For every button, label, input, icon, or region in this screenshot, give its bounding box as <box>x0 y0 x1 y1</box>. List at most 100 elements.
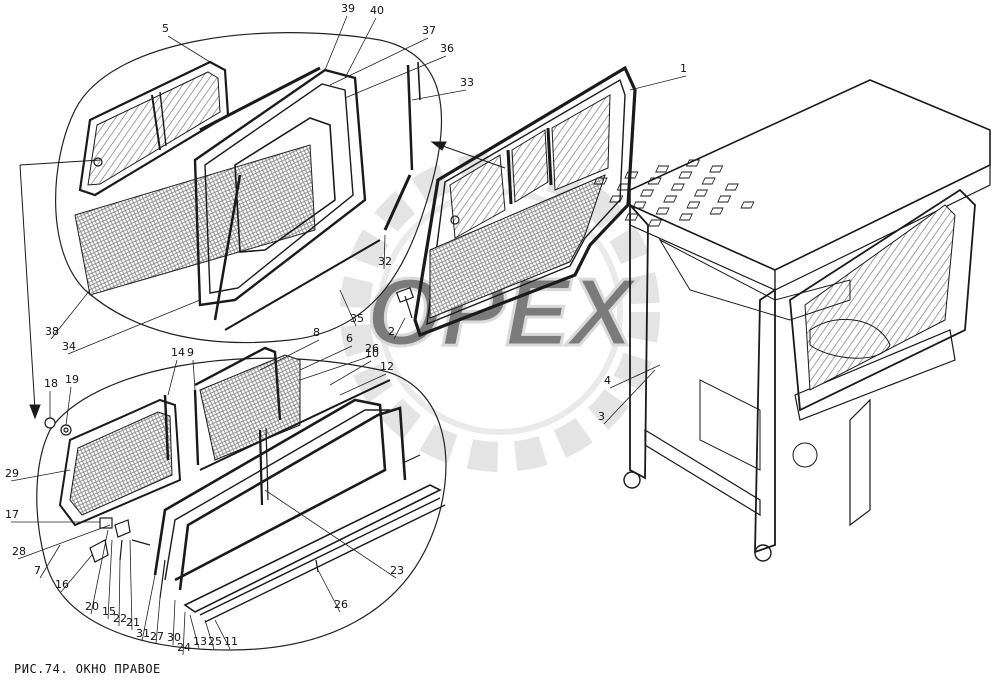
callout-29: 29 <box>5 467 19 480</box>
callout-36: 36 <box>440 42 454 55</box>
leader-line-16 <box>60 554 93 593</box>
roof-vent-cell <box>709 165 724 173</box>
callout-34: 34 <box>62 340 76 353</box>
leader-line-26 <box>299 355 372 381</box>
leader-line-36 <box>344 55 447 99</box>
callout-20: 20 <box>85 600 99 613</box>
callout-5: 5 <box>162 22 169 35</box>
callout-35: 35 <box>350 312 364 325</box>
callout-40: 40 <box>370 4 384 17</box>
leader-line-2 <box>393 317 406 340</box>
callout-32: 32 <box>378 255 392 268</box>
roof-vent-cell <box>724 183 739 191</box>
callout-17: 17 <box>5 508 19 521</box>
callout-23: 23 <box>390 564 404 577</box>
leader-line-37 <box>329 37 429 86</box>
roof-vent-cell <box>632 201 647 209</box>
tractor-cab <box>623 79 991 562</box>
leader-line-25 <box>204 619 215 650</box>
opex-watermark: OPEX <box>340 152 660 472</box>
roof-vent-cell <box>740 201 755 209</box>
callout-14: 14 <box>171 346 185 359</box>
leader-line-22 <box>118 559 121 627</box>
callout-12: 12 <box>380 360 394 373</box>
callout-2: 2 <box>388 325 395 338</box>
callout-19: 19 <box>65 373 79 386</box>
roof-vent-cell <box>709 207 724 215</box>
roof-vent-cell <box>593 177 608 185</box>
callout-33: 33 <box>460 76 474 89</box>
watermark-text: OPEX <box>367 259 639 366</box>
callout-13: 13 <box>193 635 207 648</box>
roof-vent-cell <box>670 183 685 191</box>
leader-line-4 <box>609 364 661 389</box>
leader-line-38 <box>50 289 91 340</box>
leader-line-1 <box>629 75 687 91</box>
upper-detail-outline <box>55 32 443 344</box>
callout-3: 3 <box>598 410 605 423</box>
roof-vent-cell <box>647 219 663 227</box>
callout-27: 27 <box>150 630 164 643</box>
leader-line-11 <box>214 619 231 650</box>
leader-line-39 <box>324 15 348 71</box>
small-hardware <box>44 417 421 599</box>
callout-37: 37 <box>422 24 436 37</box>
guide-rails-11-24-25 <box>183 484 446 623</box>
leader-line-15 <box>107 539 113 620</box>
leader-line-26 <box>317 569 341 613</box>
leader-line-7 <box>39 544 61 579</box>
callout-25: 25 <box>208 635 222 648</box>
leader-line-28 <box>17 524 111 560</box>
callout-30: 30 <box>167 631 181 644</box>
roof-vent-cell <box>701 177 716 185</box>
leader-line-29 <box>10 469 71 482</box>
callout-26: 26 <box>334 598 348 611</box>
callout-31: 31 <box>136 627 150 640</box>
callout-16: 16 <box>55 578 69 591</box>
callout-18: 18 <box>44 377 58 390</box>
roof-vent-grid <box>593 159 755 227</box>
callout-6: 6 <box>346 332 353 345</box>
callout-1: 1 <box>680 62 687 75</box>
leader-line-12 <box>339 373 387 396</box>
roof-vent-cell <box>624 171 639 179</box>
bolt-2 <box>395 287 415 319</box>
leader-line-30 <box>172 599 176 646</box>
callout-8: 8 <box>313 326 320 339</box>
callout-10: 10 <box>365 347 379 360</box>
callout-15: 15 <box>102 605 116 618</box>
direction-arrow <box>19 141 506 420</box>
roof-vent-cell <box>624 213 639 221</box>
leader-line-33 <box>411 89 467 101</box>
leader-line-24 <box>182 611 186 656</box>
leader-line-6 <box>299 345 353 371</box>
roof-vent-cell <box>655 207 670 215</box>
figure-caption: РИС.74. ОКНО ПРАВОЕ <box>14 662 161 676</box>
callout-39: 39 <box>341 2 355 15</box>
leader-line-40 <box>344 17 377 79</box>
roof-vent-cell <box>647 177 662 185</box>
leader-line-27 <box>155 597 161 645</box>
leader-line-8 <box>259 339 320 371</box>
roof-vent-cell <box>685 159 701 167</box>
upper-sliding-window-5 <box>78 60 230 197</box>
callout-22: 22 <box>113 612 127 625</box>
roof-vent-cell <box>663 195 678 203</box>
roof-vent-cell <box>639 189 655 197</box>
lower-window-frame-29 <box>58 394 182 527</box>
leader-line-9 <box>192 359 196 391</box>
leader-line-23 <box>264 489 397 579</box>
roof-vent-cell <box>678 171 693 179</box>
roof-vent-cell <box>655 165 670 173</box>
callout-9: 9 <box>187 346 194 359</box>
main-window-assembly-1 <box>413 65 637 338</box>
callout-21: 21 <box>126 616 140 629</box>
leader-line-34 <box>67 299 201 355</box>
leader-line-31 <box>141 574 156 642</box>
leader-line-14 <box>167 359 178 396</box>
leader-line-35 <box>339 289 357 327</box>
leader-line-32 <box>383 234 386 270</box>
seal-frames-10-12-23 <box>153 379 407 591</box>
